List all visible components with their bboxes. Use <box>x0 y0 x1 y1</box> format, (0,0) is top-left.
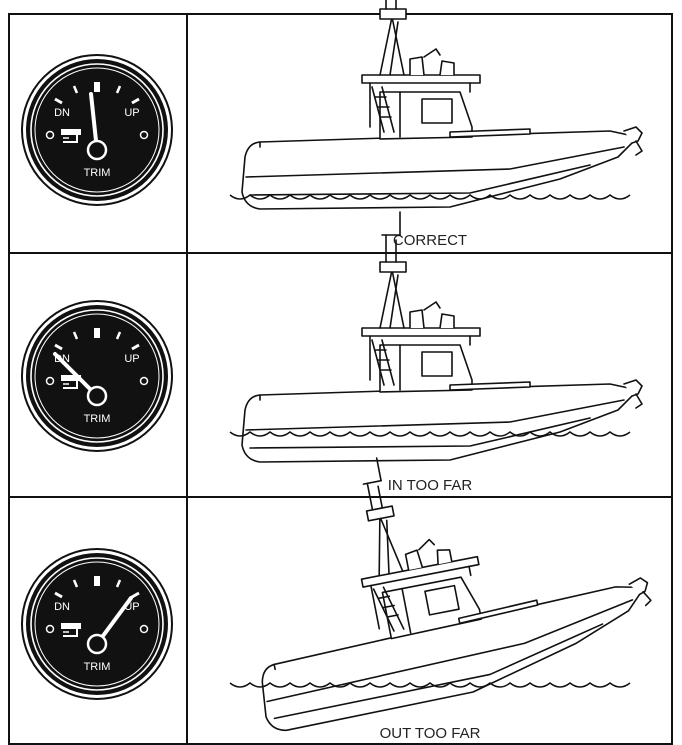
trim-gauge-out-too-far: DN UP TRIM <box>22 549 172 699</box>
row-in-too-far: DN UP TRIM IN TOO FAR <box>22 212 642 494</box>
caption-in-too-far: IN TOO FAR <box>388 477 473 494</box>
gauge-trim-label: TRIM <box>84 661 111 673</box>
boat-in-too-far <box>242 212 642 462</box>
trim-gauge-in-too-far: DN UP TRIM <box>22 301 172 451</box>
gauge-hub <box>88 635 106 653</box>
trim-gauge-correct: DN UP TRIM <box>22 55 172 205</box>
gauge-trim-label: TRIM <box>84 167 111 179</box>
gauge-up-label: UP <box>124 107 139 119</box>
gauge-hub <box>88 387 106 405</box>
gauge-up-label: UP <box>124 353 139 365</box>
gauge-dn-label: DN <box>54 107 70 119</box>
gauge-dn-label: DN <box>54 601 70 613</box>
gauge-hub <box>88 141 106 159</box>
caption-out-too-far: OUT TOO FAR <box>380 725 481 742</box>
caption-correct: CORRECT <box>393 232 467 249</box>
gauge-trim-label: TRIM <box>84 413 111 425</box>
row-correct: DN UP TRIM CORRECT <box>22 0 642 249</box>
boat-correct <box>242 0 642 209</box>
